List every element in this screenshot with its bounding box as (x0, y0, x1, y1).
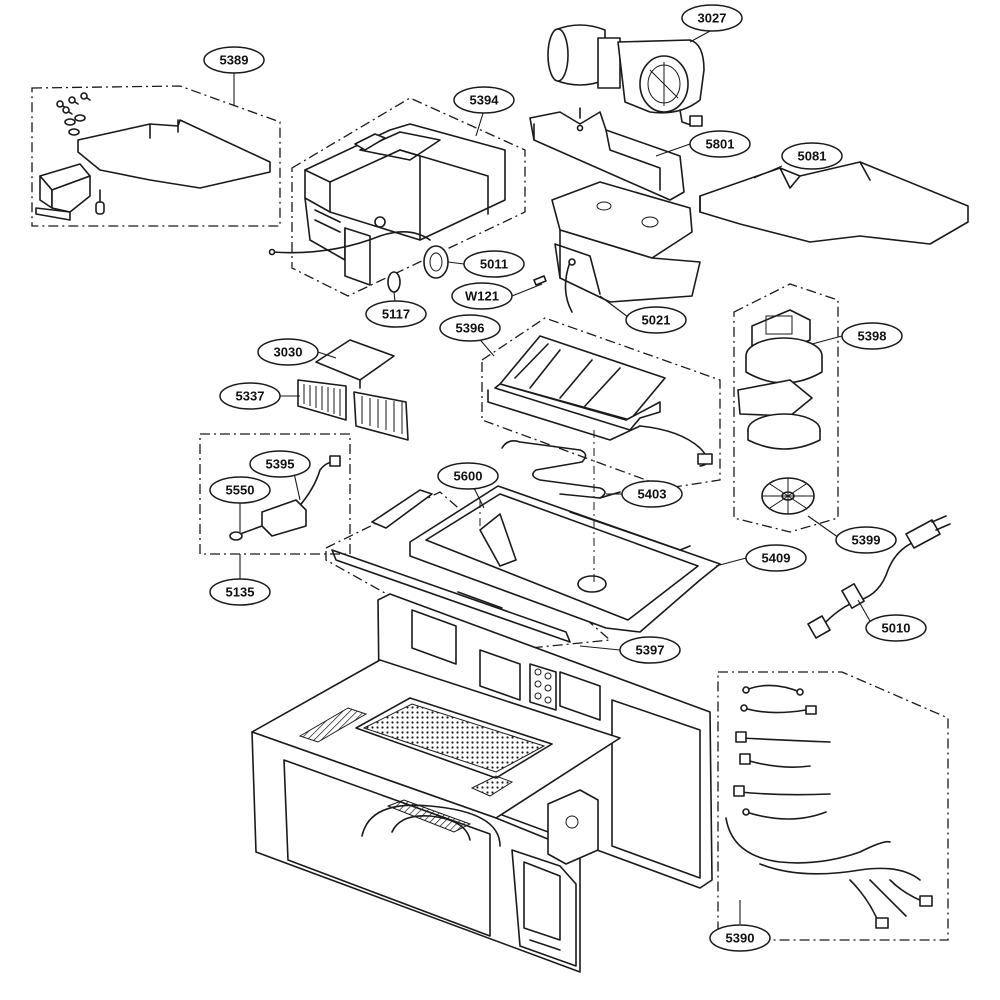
callout-label-5550: 5550 (226, 483, 255, 498)
callout-label-3027: 3027 (698, 11, 727, 26)
callout-5081: 5081 (781, 142, 843, 170)
callout-5337: 5337 (219, 382, 281, 410)
convection-fan-5399 (761, 477, 815, 515)
heater-assembly-5396 (487, 335, 713, 467)
callout-3027: 3027 (681, 4, 743, 32)
convection-motor-5398 (737, 309, 823, 450)
group-box-5135 (199, 433, 351, 555)
air-guide-5394 (268, 123, 506, 293)
callout-label-5399: 5399 (852, 533, 881, 548)
callout-label-5117: 5117 (382, 307, 410, 322)
wire-harness-set-5390 (725, 684, 933, 929)
callout-label-5395: 5395 (266, 457, 295, 472)
callout-5389: 5389 (203, 46, 265, 74)
callout-5398: 5398 (841, 322, 903, 350)
callout-label-5021: 5021 (642, 313, 671, 328)
callout-label-5409: 5409 (762, 551, 791, 566)
callout-5403: 5403 (621, 480, 683, 508)
group-box-5394 (291, 97, 526, 297)
callout-5395: 5395 (249, 450, 311, 478)
hardware-kit-5389 (35, 92, 271, 221)
callout-5011: 5011 (463, 250, 525, 278)
callout-5397: 5397 (619, 636, 681, 664)
oven-top-panel-5409 (409, 430, 721, 633)
callout-label-3030: 3030 (274, 345, 303, 360)
callout-label-5389: 5389 (220, 53, 249, 68)
switch-assembly-5135 (229, 455, 341, 541)
callout-label-5081: 5081 (798, 149, 827, 164)
group-box-5398 (733, 283, 839, 533)
callout-5600: 5600 (437, 462, 499, 490)
blower-motor-3027 (547, 24, 705, 127)
power-cord-5010 (807, 515, 951, 639)
callout-label-5397: 5397 (636, 643, 665, 658)
callout-label-5396: 5396 (456, 321, 485, 336)
callout-label-5011: 5011 (480, 257, 508, 272)
callout-W121: W121 (451, 282, 513, 310)
callout-label-5337: 5337 (236, 389, 265, 404)
frame-strips-5397 (331, 489, 571, 643)
callout-label-5394: 5394 (470, 93, 500, 108)
callout-5135: 5135 (209, 578, 271, 606)
damper-assembly-5021 (533, 181, 701, 313)
callout-5801: 5801 (689, 130, 751, 158)
callout-5394: 5394 (453, 86, 515, 114)
callout-label-5403: 5403 (638, 487, 667, 502)
callout-5399: 5399 (835, 526, 897, 554)
callout-5390: 5390 (709, 924, 771, 952)
heater-wire-5403 (501, 440, 621, 499)
callout-5021: 5021 (625, 306, 687, 334)
callout-5409: 5409 (745, 544, 807, 572)
grille-plate-3030 (315, 339, 395, 389)
group-box-5389 (31, 85, 281, 227)
group-box-5390 (717, 671, 949, 941)
callout-3030: 3030 (257, 338, 319, 366)
callout-label-5010: 5010 (882, 621, 911, 636)
callout-label-5398: 5398 (858, 329, 887, 344)
callout-label-W121: W121 (465, 289, 499, 304)
callout-5396: 5396 (439, 314, 501, 342)
vent-grille-5337 (297, 379, 409, 441)
oven-cabinet (251, 593, 713, 973)
group-box-5396 (481, 317, 721, 489)
callout-5117: 5117 (365, 300, 427, 328)
top-plate-5081 (699, 161, 969, 245)
blower-bracket-5801 (529, 107, 685, 201)
callout-label-5801: 5801 (706, 137, 735, 152)
callout-label-5135: 5135 (226, 585, 255, 600)
callout-5010: 5010 (865, 614, 927, 642)
callout-5550: 5550 (209, 476, 271, 504)
callout-label-5600: 5600 (454, 469, 483, 484)
callout-label-5390: 5390 (726, 931, 755, 946)
